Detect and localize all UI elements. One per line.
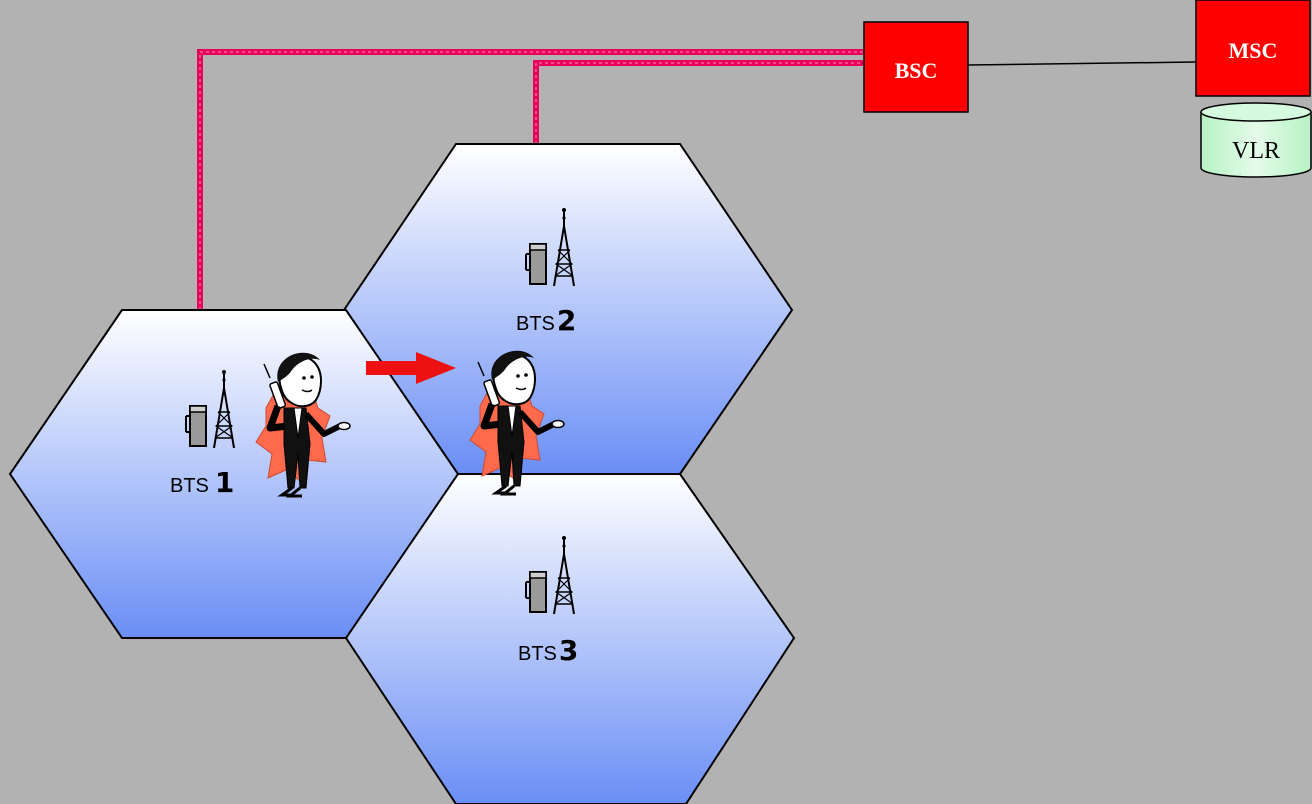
bts1-to-bsc-link xyxy=(197,49,864,400)
bsc-label: BSC xyxy=(895,58,938,83)
vlr-database-icon: VLR xyxy=(1200,102,1312,178)
vlr-label: VLR xyxy=(1232,138,1280,164)
msc-node: MSC xyxy=(1195,0,1311,97)
bsc-node: BSC xyxy=(863,21,969,113)
bts2-label: BTS2 xyxy=(516,304,576,337)
handover-arrow-icon xyxy=(366,352,456,384)
bts3-label: BTS3 xyxy=(518,634,578,667)
bsc-to-msc-link xyxy=(967,61,1197,66)
msc-label: MSC xyxy=(1229,38,1278,63)
cell-1-hexagon xyxy=(8,309,460,639)
